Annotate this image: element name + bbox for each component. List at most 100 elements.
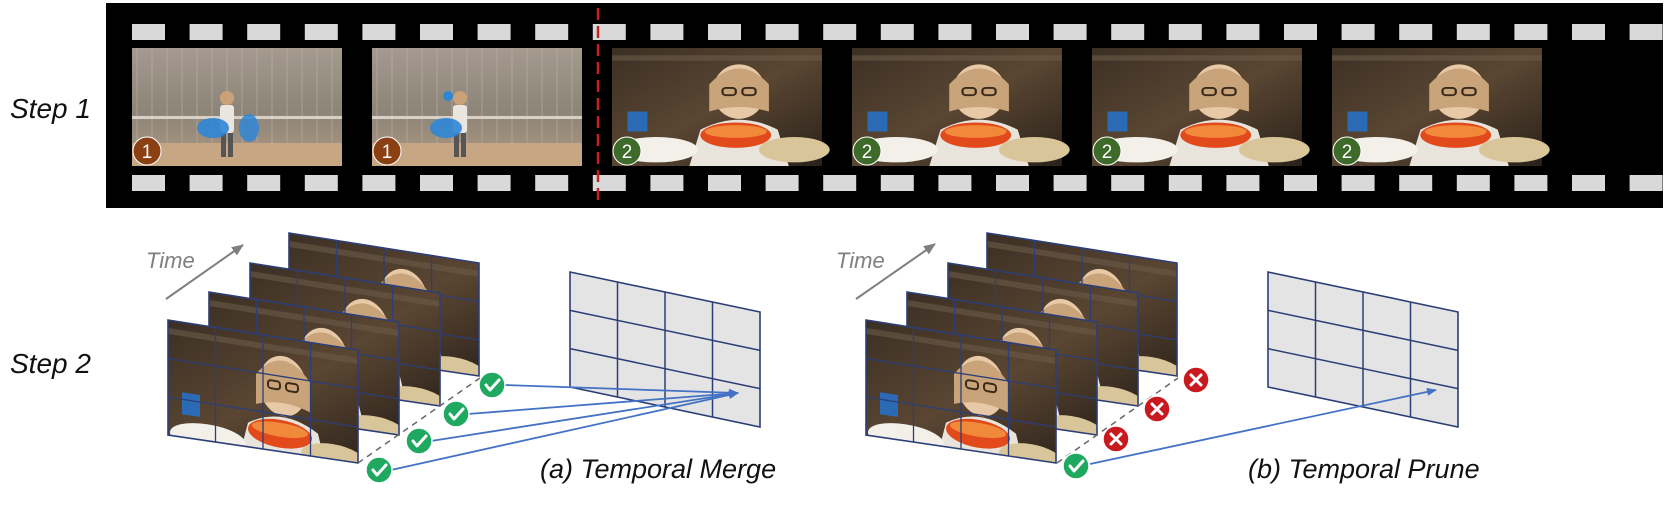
filmstrip: 1 1 2 2 2 2 xyxy=(106,3,1663,208)
check-icon xyxy=(365,456,393,484)
sprocket-hole xyxy=(1111,24,1145,40)
step-2-label: Step 2 xyxy=(10,348,91,379)
sprocket-hole xyxy=(1514,175,1548,191)
scene-badge: 1 xyxy=(372,136,402,166)
sprocket-hole xyxy=(996,24,1029,40)
sprocket-hole xyxy=(1341,24,1375,40)
scene-badge-number: 2 xyxy=(862,142,873,163)
scene-badge-number: 1 xyxy=(142,142,153,163)
sprocket-hole xyxy=(765,24,799,40)
sprocket-hole xyxy=(1226,24,1260,40)
temporal-merge-diagram: Time (a) Temporal Merge xyxy=(146,232,776,484)
film-frame: 2 xyxy=(850,46,1071,168)
sprocket-hole xyxy=(938,175,972,191)
token-grid-line xyxy=(569,309,761,352)
scene-badge-number: 1 xyxy=(382,142,393,163)
sprocket-hole xyxy=(1572,24,1605,40)
sprocket-hole xyxy=(1284,24,1317,40)
sprocket-hole xyxy=(938,24,972,40)
sprocket-hole xyxy=(189,24,223,40)
token-grid-line xyxy=(1267,309,1459,352)
sprocket-hole xyxy=(996,175,1029,191)
stack-depth-line xyxy=(1056,377,1179,464)
sprocket-hole xyxy=(535,175,569,191)
sprocket-hole xyxy=(304,24,338,40)
sprocket-hole xyxy=(1514,24,1548,40)
scene-badge-number: 2 xyxy=(622,142,633,163)
check-icon xyxy=(442,400,470,428)
film-frame: 2 xyxy=(1090,46,1311,168)
sprocket-hole xyxy=(1629,175,1663,191)
temporal-prune-diagram: Time (b) Temporal Prune xyxy=(836,232,1480,484)
check-icon xyxy=(1062,452,1090,480)
sprocket-hole xyxy=(1456,24,1490,40)
sprocket-hole xyxy=(592,24,626,40)
cross-icon xyxy=(1143,395,1171,423)
sprocket-hole xyxy=(650,24,684,40)
sprocket-hole xyxy=(592,175,626,191)
film-frames: 1 1 2 2 2 2 xyxy=(132,46,1551,168)
token-arrow xyxy=(1089,387,1437,465)
sprocket-row-bottom xyxy=(132,175,1663,191)
token-arrow xyxy=(430,390,739,442)
sprocket-hole xyxy=(1341,175,1375,191)
sprocket-hole xyxy=(880,175,914,191)
sprocket-hole xyxy=(1399,175,1433,191)
token-arrow xyxy=(467,389,739,415)
film-frame: 2 xyxy=(610,46,831,168)
sprocket-hole xyxy=(1284,175,1317,191)
scene-badge-number: 2 xyxy=(1102,142,1113,163)
sprocket-hole xyxy=(420,175,453,191)
sprocket-hole xyxy=(1629,24,1663,40)
sprocket-hole xyxy=(708,24,741,40)
scene-badge: 2 xyxy=(1332,136,1362,166)
sprocket-hole xyxy=(880,24,914,40)
sprocket-hole xyxy=(765,175,799,191)
time-arrow xyxy=(855,243,936,300)
scene-badge: 2 xyxy=(612,136,642,166)
step-1-label: Step 1 xyxy=(10,93,91,124)
film-frame: 1 xyxy=(372,48,582,166)
token-grid-line xyxy=(1267,347,1459,390)
sprocket-hole xyxy=(708,175,741,191)
stacked-frame xyxy=(865,319,1057,464)
merge-marks xyxy=(365,371,506,484)
film-frame: 2 xyxy=(1330,46,1551,168)
check-icon xyxy=(405,427,433,455)
merge-arrows xyxy=(390,384,739,471)
merge-caption: (a) Temporal Merge xyxy=(540,454,776,484)
sprocket-hole xyxy=(477,24,511,40)
scene-badge: 2 xyxy=(852,136,882,166)
sprocket-hole xyxy=(823,24,857,40)
sprocket-hole xyxy=(362,175,396,191)
time-arrow xyxy=(165,244,244,300)
sprocket-hole xyxy=(1572,175,1605,191)
scene-badge: 2 xyxy=(1092,136,1122,166)
sprocket-hole xyxy=(1456,175,1490,191)
sprocket-hole xyxy=(823,175,857,191)
stack-depth-line xyxy=(357,377,481,464)
sprocket-hole xyxy=(189,175,223,191)
sprocket-hole xyxy=(132,24,165,40)
sprocket-hole xyxy=(535,24,569,40)
prune-arrows xyxy=(1089,387,1437,465)
sprocket-hole xyxy=(650,175,684,191)
sprocket-row-top xyxy=(132,24,1663,40)
cross-icon xyxy=(1182,366,1210,394)
sprocket-hole xyxy=(1111,175,1145,191)
sprocket-hole xyxy=(247,175,281,191)
sprocket-hole xyxy=(420,24,453,40)
prune-marks xyxy=(1062,366,1210,480)
sprocket-hole xyxy=(247,24,281,40)
pruned-token-grid xyxy=(1267,271,1459,428)
sprocket-hole xyxy=(1053,175,1087,191)
sprocket-hole xyxy=(1053,24,1087,40)
scene-badge: 1 xyxy=(132,136,162,166)
cross-icon xyxy=(1102,425,1130,453)
token-arrow xyxy=(503,384,739,397)
token-arrow xyxy=(390,391,739,471)
sprocket-hole xyxy=(362,24,396,40)
time-label: Time xyxy=(146,248,195,273)
sprocket-hole xyxy=(132,175,165,191)
